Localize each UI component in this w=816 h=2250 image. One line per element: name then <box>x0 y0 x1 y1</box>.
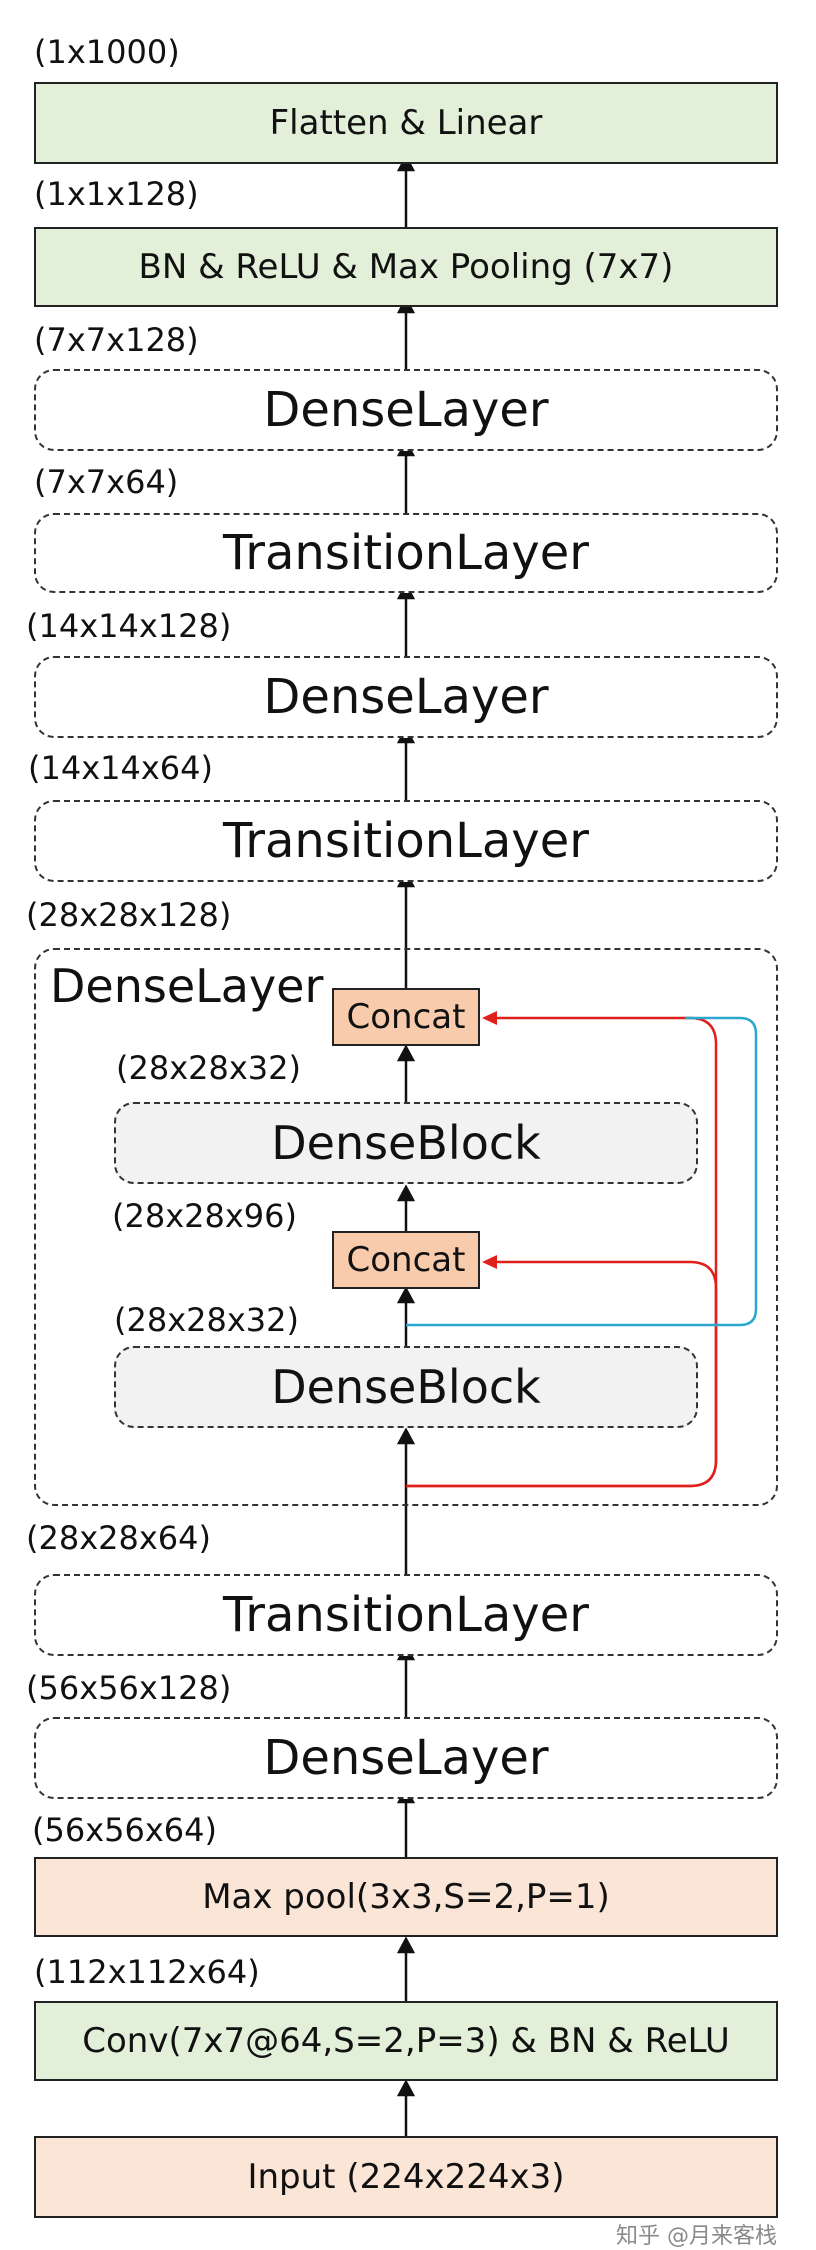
arrowhead <box>396 1286 416 1304</box>
shape-label: (28x28x128) <box>26 896 232 934</box>
blue-link-to-concat-a <box>406 1016 758 1327</box>
dense-block-a-label: DenseBlock <box>271 1116 541 1170</box>
dense-layer-2-expanded <box>34 948 778 1506</box>
shape-label: (112x112x64) <box>34 1953 260 1991</box>
arrowhead <box>396 1427 416 1445</box>
dense-block-b-label: DenseBlock <box>271 1360 541 1414</box>
shape-label: (1x1x128) <box>34 175 199 213</box>
arrowhead <box>396 1184 416 1202</box>
maxpool-block: Max pool(3x3,S=2,P=1) <box>34 1857 778 1937</box>
shape-label: (14x14x64) <box>28 749 213 787</box>
linear-block: Flatten & Linear <box>34 82 778 164</box>
dense-layer-3: DenseLayer <box>34 656 778 738</box>
input-block: Input (224x224x3) <box>34 2136 778 2218</box>
dense-layer-4-label: DenseLayer <box>263 382 549 438</box>
dense-layer-1-label: DenseLayer <box>263 1730 549 1786</box>
red-arrowhead <box>482 1255 497 1269</box>
maxpool-label: Max pool(3x3,S=2,P=1) <box>202 1877 610 1917</box>
shape-label: (56x56x128) <box>26 1669 232 1707</box>
shape-label: (7x7x128) <box>34 321 199 359</box>
transition-layer-2: TransitionLayer <box>34 800 778 882</box>
dense-layer-2-title: DenseLayer <box>50 959 324 1013</box>
red-arrowhead <box>482 1011 497 1025</box>
dense-block-b: DenseBlock <box>114 1346 698 1428</box>
bn-relu-pool-block: BN & ReLU & Max Pooling (7x7) <box>34 227 778 307</box>
red-skip-connections <box>406 1016 718 1488</box>
shape-label: (56x56x64) <box>32 1811 217 1849</box>
transition-layer-2-label: TransitionLayer <box>223 813 589 869</box>
watermark-text: 知乎 @月来客栈 <box>616 2224 777 2249</box>
shape-label: (1x1000) <box>34 33 180 71</box>
conv-label: Conv(7x7@64,S=2,P=3) & BN & ReLU <box>82 2021 730 2061</box>
blue-skip-connection <box>406 1016 758 1327</box>
arrowhead <box>396 1936 416 1954</box>
shape-label: (7x7x64) <box>34 463 179 501</box>
shape-label: (28x28x96) <box>112 1197 297 1235</box>
dense-layer-4: DenseLayer <box>34 369 778 451</box>
shape-label: (28x28x32) <box>114 1301 299 1339</box>
conv-block: Conv(7x7@64,S=2,P=3) & BN & ReLU <box>34 2001 778 2081</box>
transition-layer-3: TransitionLayer <box>34 513 778 593</box>
dense-layer-3-label: DenseLayer <box>263 669 549 725</box>
dense-block-a: DenseBlock <box>114 1102 698 1184</box>
concat-b: Concat <box>332 1231 480 1289</box>
shape-label: (14x14x128) <box>26 607 232 645</box>
shape-label: (28x28x32) <box>116 1049 301 1087</box>
input-label: Input (224x224x3) <box>247 2157 565 2197</box>
transition-layer-1-label: TransitionLayer <box>223 1587 589 1643</box>
arrowhead <box>396 1044 416 1062</box>
concat-a-label: Concat <box>346 997 466 1037</box>
transition-layer-3-label: TransitionLayer <box>223 525 589 581</box>
arrowhead <box>396 2079 416 2097</box>
shape-label: (28x28x64) <box>26 1519 211 1557</box>
dense-layer-1: DenseLayer <box>34 1717 778 1799</box>
concat-b-label: Concat <box>346 1240 466 1280</box>
bnpool-label: BN & ReLU & Max Pooling (7x7) <box>138 247 674 287</box>
linear-label: Flatten & Linear <box>269 103 543 143</box>
transition-layer-1: TransitionLayer <box>34 1574 778 1656</box>
red-link-to-concat-a <box>406 1016 718 1488</box>
concat-a: Concat <box>332 988 480 1046</box>
